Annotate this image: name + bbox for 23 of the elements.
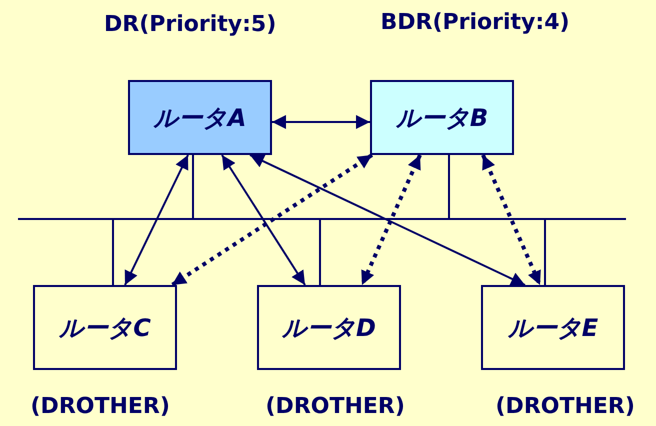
drop-line (112, 220, 114, 285)
router-box: ルータD (257, 285, 401, 370)
router-box: ルータC (33, 285, 177, 370)
drop-line (319, 220, 321, 285)
double-arrow (360, 154, 422, 286)
router-box: ルータB (370, 80, 514, 155)
role-label: (DROTHER) (30, 394, 170, 419)
network-bus-line (18, 218, 626, 220)
router-box: ルータE (481, 285, 625, 370)
role-label: DR(Priority:5) (104, 12, 276, 37)
double-arrow (481, 154, 542, 286)
drop-line (192, 155, 194, 218)
role-label: (DROTHER) (266, 394, 405, 419)
drop-line (544, 220, 546, 285)
double-arrow (250, 154, 526, 286)
router-box: ルータA (128, 80, 272, 155)
double-arrow (124, 154, 189, 286)
double-arrow (170, 153, 374, 287)
double-arrow (221, 154, 306, 286)
double-arrow (272, 115, 370, 129)
role-label: (DROTHER) (496, 394, 635, 419)
drop-line (448, 155, 450, 218)
role-label: BDR(Priority:4) (380, 10, 570, 35)
